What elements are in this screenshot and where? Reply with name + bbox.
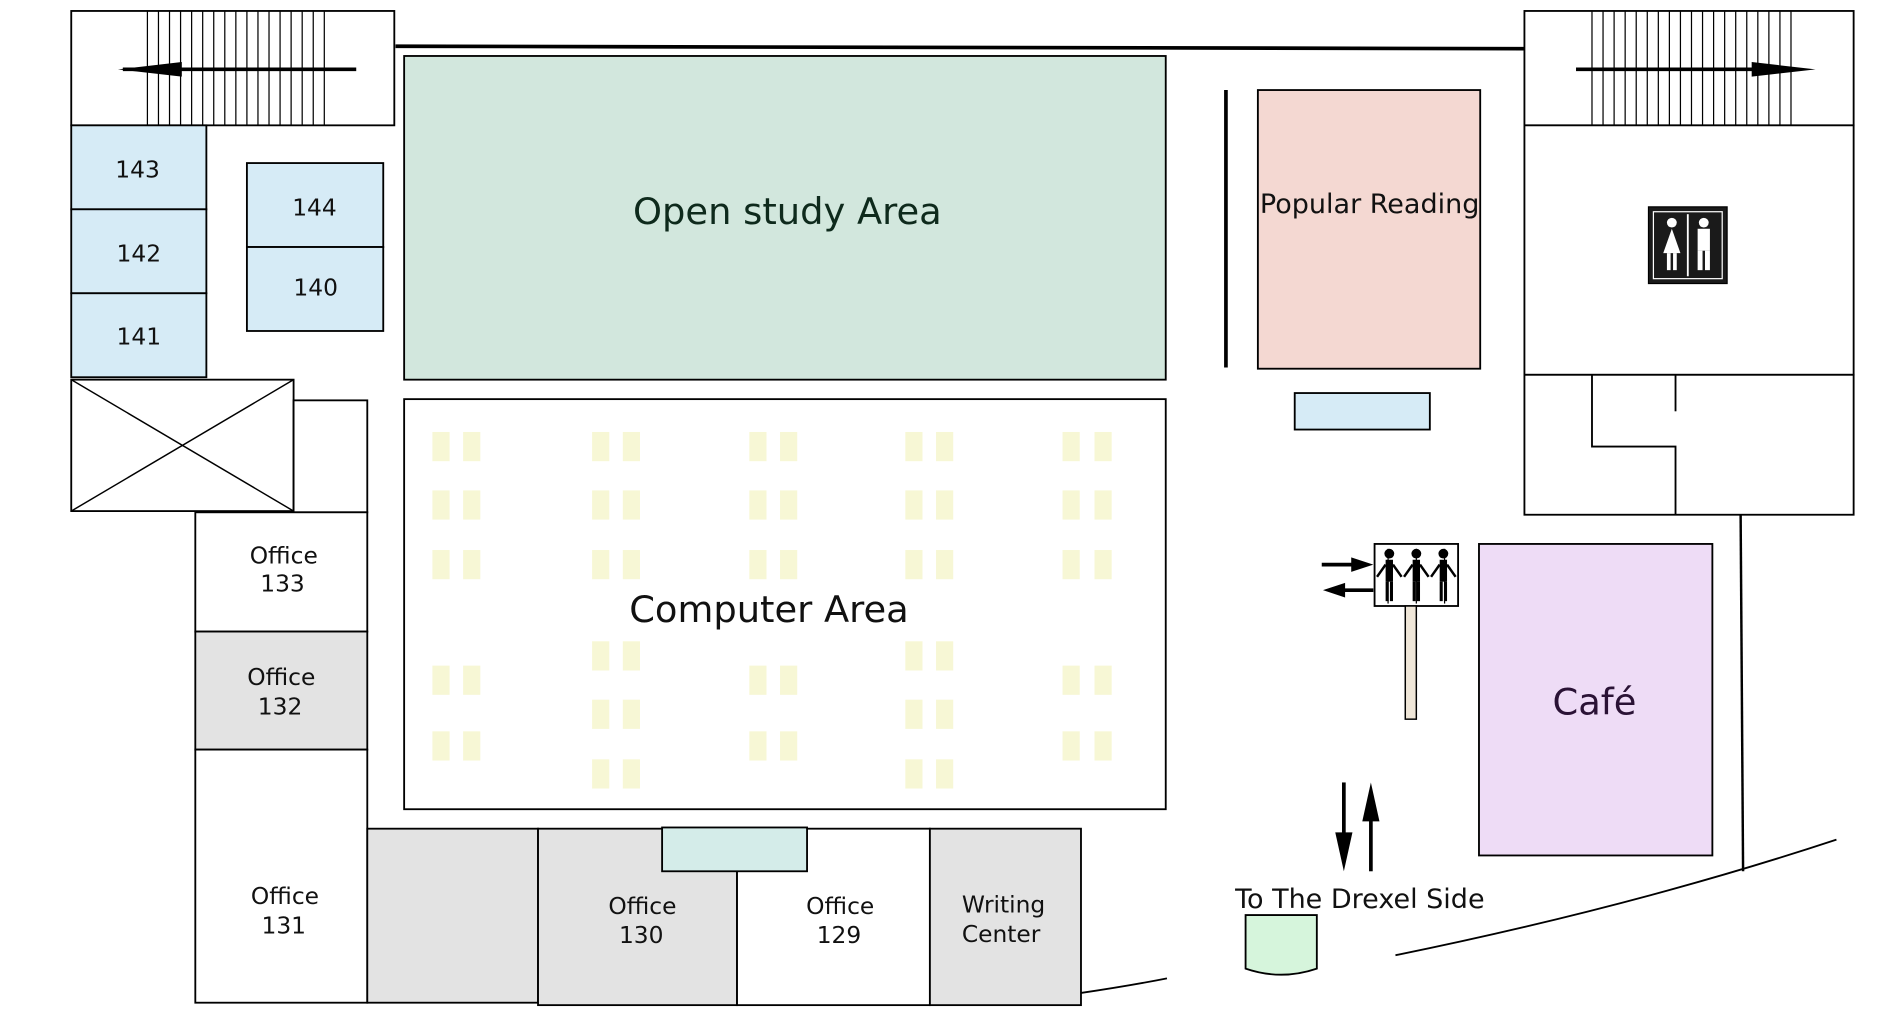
office-131-label: Office — [251, 883, 319, 910]
room-141-label: 141 — [117, 323, 162, 350]
room-140-label: 140 — [293, 275, 338, 302]
popular-reading-area[interactable]: Popular Reading — [1256, 89, 1482, 370]
office-131[interactable]: Office 131 — [194, 748, 369, 1004]
room-141[interactable]: 141 — [70, 292, 208, 379]
room-144[interactable]: 144 — [245, 162, 385, 248]
room-144-label: 144 — [292, 194, 337, 221]
computer-desks — [432, 431, 1112, 789]
service-desk[interactable] — [661, 826, 808, 873]
office-132[interactable]: Office 132 — [194, 630, 369, 751]
office-132-label: Office — [247, 664, 315, 691]
open-study-area-label: Open study Area — [633, 190, 942, 233]
writing-center-label-2: Center — [962, 921, 1041, 948]
open-study-area[interactable]: Open study Area — [403, 55, 1167, 381]
writing-center[interactable]: Writing Center — [928, 827, 1082, 1007]
office-133-label: Office — [250, 543, 318, 570]
room-143[interactable]: 143 — [70, 124, 208, 211]
gray-office-unlabeled — [366, 827, 539, 1004]
office-130-label: Office — [608, 893, 676, 920]
room-142[interactable]: 142 — [70, 208, 208, 295]
office-129-label: Office — [806, 893, 874, 920]
wall-right — [1739, 514, 1745, 872]
room-143-label: 143 — [115, 157, 160, 184]
office-130-number: 130 — [619, 922, 664, 949]
room-142-label: 142 — [117, 241, 162, 268]
storage-room — [292, 399, 369, 514]
drexel-label[interactable]: To The Drexel Side — [1234, 884, 1485, 915]
cafe-area[interactable]: Café — [1478, 543, 1714, 857]
drexel-door[interactable] — [1244, 914, 1318, 976]
utility-rooms — [1523, 373, 1855, 516]
elevator-shaft-icon — [70, 378, 295, 512]
office-129-number: 129 — [817, 922, 862, 949]
office-133[interactable]: Office 133 — [194, 511, 369, 633]
sign-pole — [1404, 605, 1418, 720]
wall-top — [395, 44, 1526, 51]
elevator-icon — [1373, 543, 1460, 607]
elevator-arrows-icon — [1321, 557, 1374, 598]
computer-area[interactable]: Computer Area — [403, 398, 1167, 811]
office-131-number: 131 — [261, 912, 306, 939]
wall-curve-bottom — [1080, 977, 1168, 994]
stairs-right-icon — [1523, 10, 1855, 127]
wall-curve-right — [1395, 838, 1837, 957]
restroom-icon — [1647, 206, 1728, 285]
reading-desk — [1293, 392, 1431, 431]
office-133-number: 133 — [260, 570, 305, 597]
computer-area-label: Computer Area — [629, 588, 909, 631]
cafe-label: Café — [1552, 680, 1636, 723]
room-140[interactable]: 140 — [245, 246, 385, 332]
popular-reading-label: Popular Reading — [1260, 189, 1479, 220]
office-132-number: 132 — [258, 693, 303, 720]
writing-center-label-1: Writing — [962, 892, 1045, 919]
drexel-arrows-icon — [1335, 782, 1380, 872]
stairs-left-icon — [70, 10, 396, 127]
